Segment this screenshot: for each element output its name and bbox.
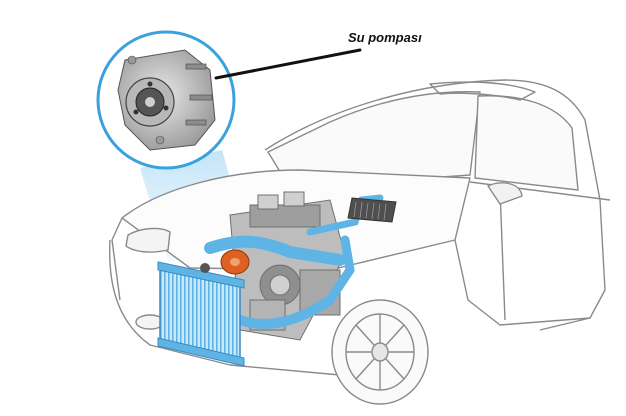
water-pump-zoom [96,30,236,170]
heater-core-fins [353,201,387,221]
water-pump-label: Su pompası [348,30,422,45]
radiator [157,261,245,367]
front-wheel [331,299,429,405]
callout-leader-line [214,48,362,80]
coolant-hoses [204,194,384,329]
engine-water-pump [220,249,250,275]
